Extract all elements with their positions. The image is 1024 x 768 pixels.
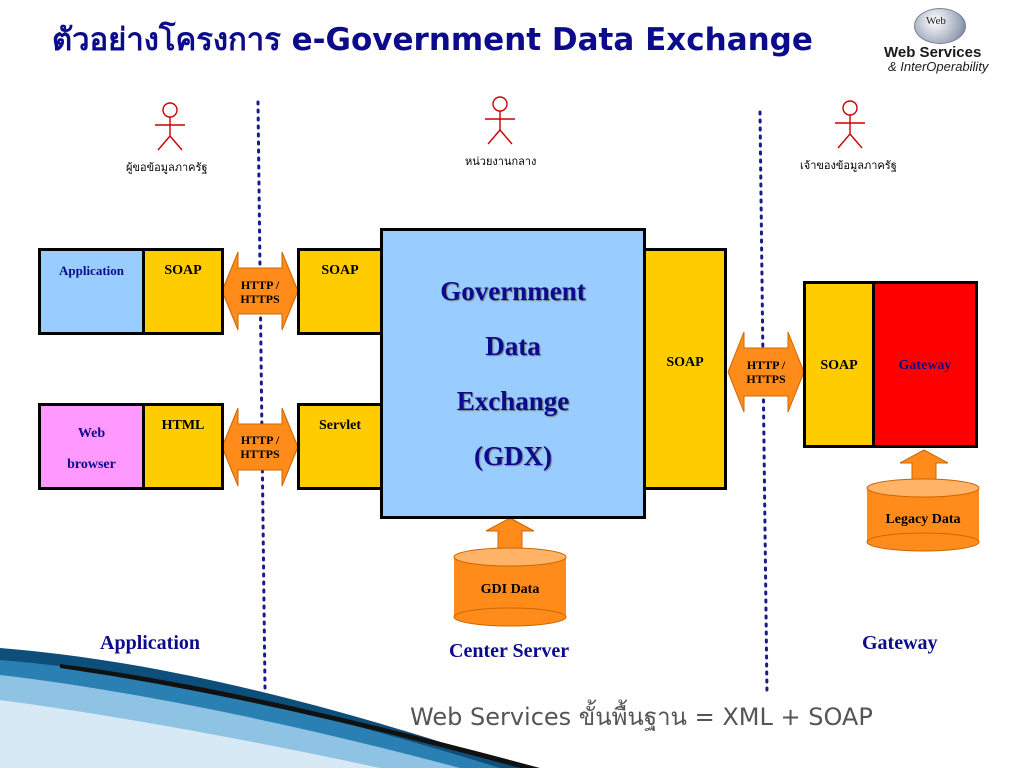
application-box: Application [38, 248, 145, 335]
requester-actor-icon [155, 102, 185, 151]
gateway-soap-box: SOAP [803, 281, 875, 448]
gdx-soap-label: SOAP [666, 355, 704, 370]
owner-actor-icon [835, 100, 865, 149]
http-arrow-right-line-2: HTTPS [746, 372, 786, 386]
center-soap-label: SOAP [321, 263, 359, 278]
html-box: HTML [142, 403, 224, 490]
http-arrow-bottom-text: HTTP / HTTPS [230, 433, 290, 461]
application-box-label: Application [58, 263, 124, 278]
legacy-data-label: Legacy Data [885, 512, 961, 527]
http-arrow-right-line-1: HTTP / [746, 358, 786, 372]
gdx-box: Government Data Exchange (GDX) [380, 228, 646, 519]
owner-actor-label: เจ้าของข้อมูลภาครัฐ [800, 159, 897, 172]
http-arrow-top-line-1: HTTP / [240, 278, 280, 292]
center-server-section-label: Center Server [449, 640, 570, 662]
gdx-soap-box: SOAP [643, 248, 727, 490]
gdi-data-label: GDI Data [480, 582, 540, 597]
web-browser-line-1: Web [77, 426, 106, 441]
logo-badge-text: Web [926, 15, 946, 27]
gateway-section-label: Gateway [862, 632, 938, 654]
application-section-label: Application [100, 632, 201, 654]
logo-line-1: Web Services [884, 44, 982, 61]
left-soap-box: SOAP [142, 248, 224, 335]
footer-caption: Web Services ขั้นพื้นฐาน = XML + SOAP [410, 703, 873, 731]
corner-swoosh-decoration [0, 648, 540, 768]
servlet-label: Servlet [319, 418, 361, 433]
http-arrow-bottom-line-1: HTTP / [240, 433, 280, 447]
http-arrow-right-text: HTTP / HTTPS [736, 358, 796, 386]
web-globe-logo-icon [914, 8, 966, 44]
center-actor-icon [485, 96, 515, 145]
gdi-data-cylinder-icon [453, 547, 567, 627]
http-arrow-top-text: HTTP / HTTPS [230, 278, 290, 306]
gateway-soap-label: SOAP [820, 358, 858, 373]
web-browser-line-2: browser [67, 457, 116, 472]
center-actor-label: หน่วยงานกลาง [465, 155, 537, 168]
requester-actor-label: ผู้ขอข้อมูลภาครัฐ [126, 161, 208, 174]
left-soap-label: SOAP [164, 263, 202, 278]
logo-line-2: & InterOperability [888, 59, 989, 74]
gateway-box: Gateway [872, 281, 978, 448]
legacy-data-cylinder-icon [866, 478, 980, 552]
gdx-line-1: Government [440, 275, 586, 306]
gateway-box-label: Gateway [898, 358, 952, 373]
http-arrow-bottom-line-2: HTTPS [240, 447, 280, 461]
page-title: ตัวอย่างโครงการ e-Government Data Exchan… [52, 22, 813, 58]
gdx-line-3: Exchange [456, 385, 570, 416]
servlet-box: Servlet [297, 403, 383, 490]
html-box-label: HTML [161, 418, 205, 433]
web-browser-box: Web browser [38, 403, 145, 490]
center-soap-box: SOAP [297, 248, 383, 335]
right-separator-line [758, 110, 769, 697]
gdx-line-4: (GDX) [474, 440, 552, 471]
http-arrow-top-line-2: HTTPS [240, 292, 280, 306]
gdx-line-2: Data [485, 330, 541, 361]
left-separator-line [256, 100, 267, 690]
